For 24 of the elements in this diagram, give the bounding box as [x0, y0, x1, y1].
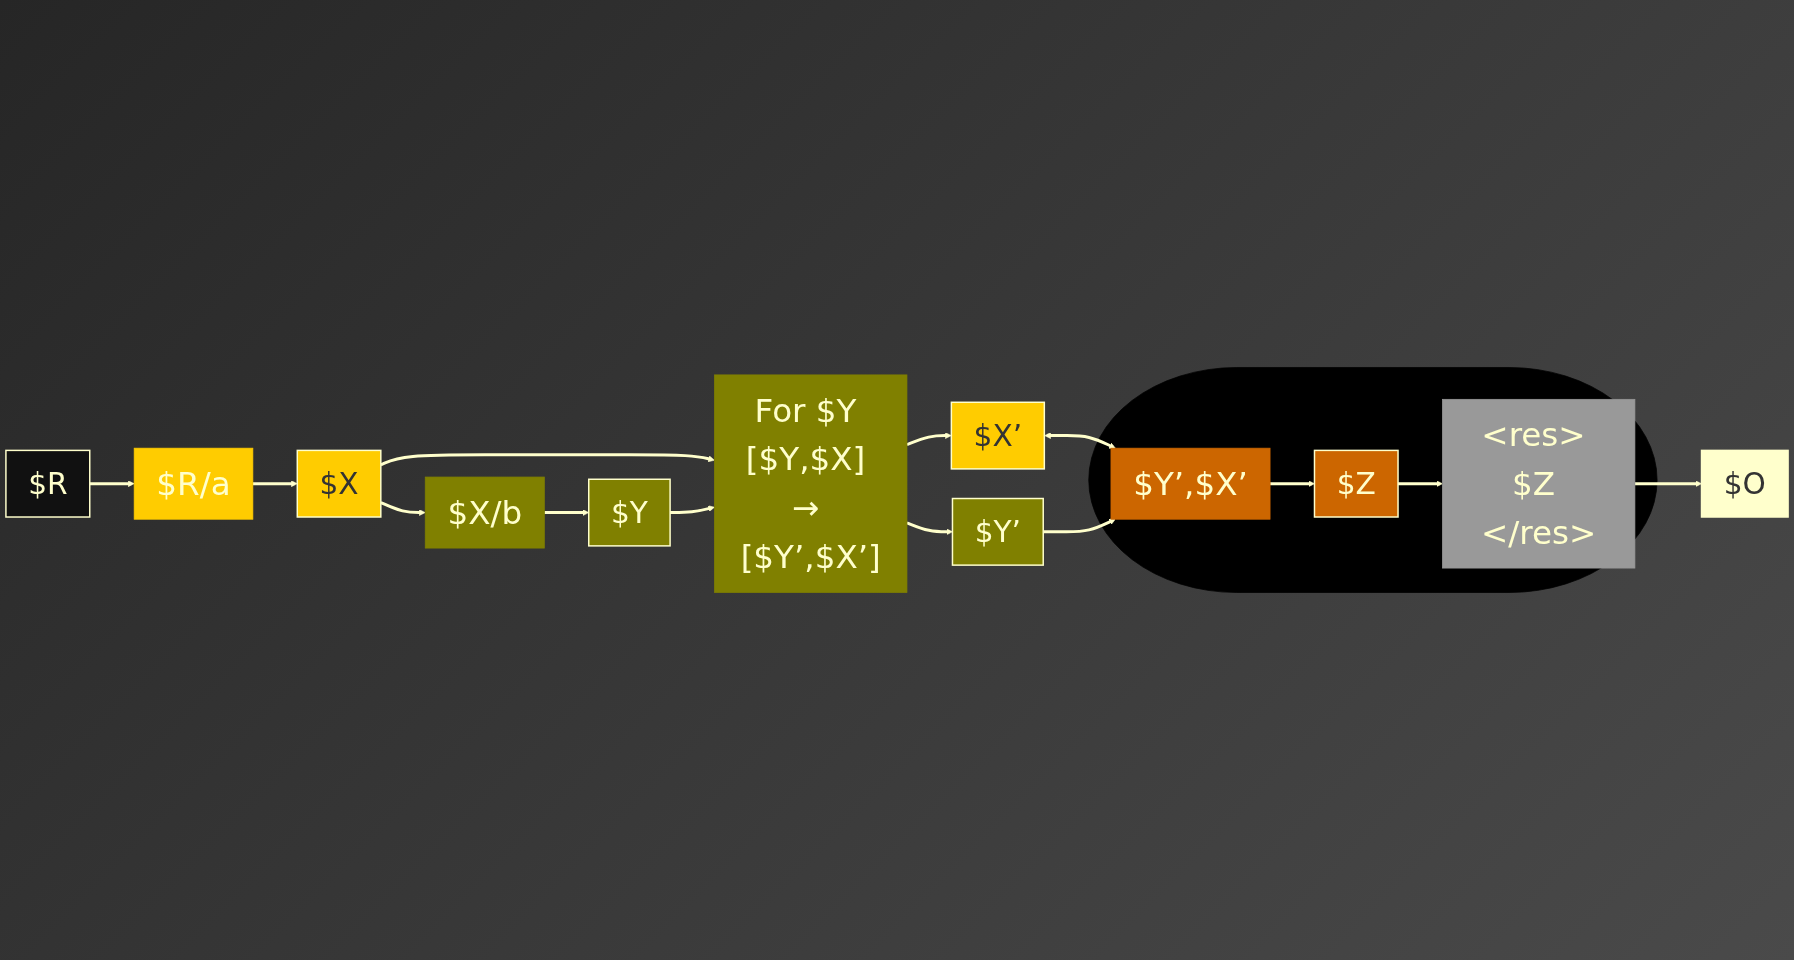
node-box: $X: [296, 449, 382, 518]
node-box: $X/b: [424, 476, 545, 549]
arrow: [1043, 518, 1116, 534]
arrow: [380, 501, 426, 516]
arrow: [380, 453, 715, 467]
node-box: $Z: [1313, 449, 1399, 518]
arrow: [89, 480, 135, 487]
arrow: [906, 521, 953, 536]
node-box: $R: [5, 449, 91, 518]
arrow: [1398, 480, 1443, 487]
arrow: [252, 480, 298, 487]
node-box: $R/a: [133, 447, 254, 520]
arrow: [906, 432, 952, 446]
node-box: $X’: [950, 401, 1046, 470]
node-box: <res> $Z </res>: [1442, 398, 1636, 569]
node-box: $Y: [588, 478, 671, 547]
arrow: [1634, 480, 1702, 487]
arrow: [1270, 480, 1315, 487]
node-box: For $Y [$Y,$X] → [$Y’,$X’]: [714, 374, 908, 593]
arrow: [1044, 432, 1116, 449]
node-box: $Y’,$X’: [1110, 447, 1271, 520]
arrow: [670, 505, 715, 515]
node-box: $O: [1700, 449, 1789, 518]
node-box: $Y’: [951, 497, 1044, 566]
